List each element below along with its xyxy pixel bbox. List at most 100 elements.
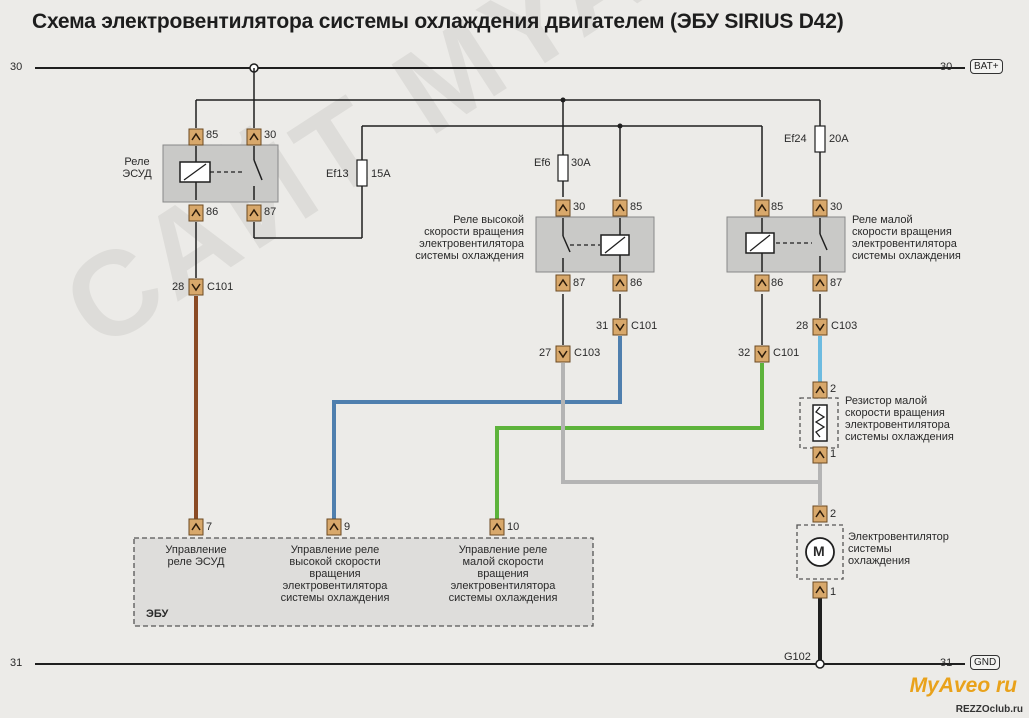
pin-label: 87	[573, 277, 586, 289]
wire-gray	[561, 363, 822, 505]
motor-symbol: M	[813, 543, 825, 559]
pin-connector	[812, 505, 828, 523]
pin-label: 30	[830, 201, 843, 213]
pin-label: 1	[830, 448, 837, 460]
pin-chevron-icon	[329, 522, 339, 531]
pin-label: 86	[771, 277, 784, 289]
rail-label: 31	[10, 657, 23, 669]
pin-label: 30	[264, 129, 277, 141]
pin-chevron-icon	[191, 522, 201, 531]
fuse-rating: 20A	[829, 133, 849, 145]
pin-connector	[188, 128, 204, 146]
connector-pin: 28	[796, 320, 809, 332]
gnd-tag: GND	[970, 655, 1001, 670]
pin-connector	[812, 381, 828, 399]
pin-chevron-icon	[558, 278, 568, 287]
gnd-junction	[815, 659, 825, 669]
resistor	[812, 404, 828, 442]
pin-chevron-icon	[815, 323, 825, 332]
wire-green	[495, 363, 764, 520]
pin-chevron-icon	[558, 350, 568, 359]
pin-chevron-icon	[615, 203, 625, 212]
pin-chevron-icon	[191, 208, 201, 217]
site-watermark: REZZOclub.ru	[955, 704, 1023, 715]
fuse-ef24	[814, 125, 826, 153]
pin-label: 85	[771, 201, 784, 213]
pin-chevron-icon	[757, 203, 767, 212]
fuse-label: Ef13	[326, 168, 349, 180]
pin-label: 85	[630, 201, 643, 213]
connector-pin: 28	[172, 281, 185, 293]
pin-chevron-icon	[815, 203, 825, 212]
fuse-rating: 30A	[571, 157, 591, 169]
pin-connector	[188, 278, 204, 296]
pin-connector	[188, 518, 204, 536]
pin-label: 2	[830, 508, 837, 520]
pin-label: 30	[573, 201, 586, 213]
bat-tag: BAT+	[970, 59, 1003, 74]
motor	[805, 537, 835, 567]
pin-connector	[812, 581, 828, 599]
pin-chevron-icon	[757, 278, 767, 287]
ecu-pin: 10	[507, 521, 520, 533]
wire-blue	[332, 336, 622, 520]
connector-name: C101	[631, 320, 658, 332]
motor-box	[796, 524, 844, 580]
fuse-ef16	[557, 154, 569, 182]
relay-low-speed	[726, 216, 846, 273]
pin-label: 86	[630, 277, 643, 289]
rail-label: 30	[10, 61, 23, 73]
fuse-label: Ef24	[784, 133, 807, 145]
pin-chevron-icon	[815, 585, 825, 594]
pin-label: 87	[830, 277, 843, 289]
pin-chevron-icon	[615, 323, 625, 332]
fuse-rating: 15A	[371, 168, 391, 180]
pin-chevron-icon	[757, 350, 767, 359]
pin-connector	[246, 204, 262, 222]
pin-chevron-icon	[249, 132, 259, 141]
pin-markers	[188, 128, 828, 599]
pin-chevron-icon	[815, 509, 825, 518]
pin-chevron-icon	[492, 522, 502, 531]
connector-name: C101	[207, 281, 234, 293]
pin-chevron-icon	[815, 278, 825, 287]
pin-connector	[812, 318, 828, 336]
pin-connector	[555, 274, 571, 292]
pin-connector	[754, 274, 770, 292]
pin-connector	[555, 199, 571, 217]
pin-connector	[612, 199, 628, 217]
ground-label: G102	[784, 651, 811, 663]
pin-connector	[754, 199, 770, 217]
logo-watermark: MyAveo ru	[909, 674, 1017, 697]
pin-chevron-icon	[815, 385, 825, 394]
ecu-name: ЭБУ	[146, 608, 169, 620]
rail-label: 31	[940, 657, 953, 669]
pin-connector	[489, 518, 505, 536]
pin-connector	[812, 274, 828, 292]
connector-pin: 31	[596, 320, 609, 332]
pin-connector	[188, 204, 204, 222]
page-title: Схема электровентилятора системы охлажде…	[32, 10, 844, 33]
connector-name: C101	[773, 347, 800, 359]
pin-connector	[754, 345, 770, 363]
pin-connector	[555, 345, 571, 363]
pin-connector	[612, 274, 628, 292]
pin-connector	[246, 128, 262, 146]
pin-label: 86	[206, 206, 219, 218]
pin-chevron-icon	[558, 203, 568, 212]
pin-connector	[812, 446, 828, 464]
pin-connector	[326, 518, 342, 536]
pin-label: 2	[830, 383, 837, 395]
fuse-label: Ef6	[534, 157, 551, 169]
ecu-pin: 7	[206, 521, 213, 533]
pin-chevron-icon	[249, 208, 259, 217]
pin-label: 87	[264, 206, 277, 218]
